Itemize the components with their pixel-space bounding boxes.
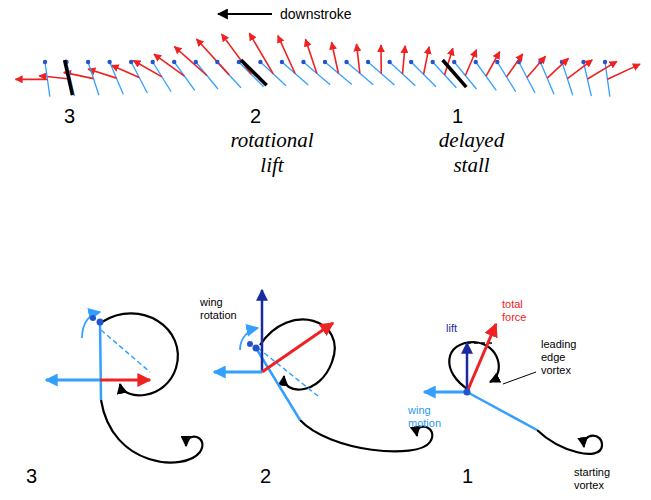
leader-line — [503, 372, 536, 384]
leading-edge — [464, 389, 471, 396]
force-arrow — [467, 324, 496, 392]
leading-edge — [280, 60, 284, 64]
annotation-label: starting vortex — [574, 466, 626, 492]
leading-edge — [452, 60, 456, 64]
highlighted-wing — [443, 60, 467, 87]
wing-section-3 — [46, 312, 202, 463]
leading-edge — [387, 60, 391, 64]
leading-edge — [344, 60, 348, 64]
leading-edge — [237, 60, 241, 64]
callout-number: 1 — [462, 464, 473, 488]
lift-arrow — [261, 290, 264, 372]
leading-edge — [603, 60, 607, 64]
force-arrow — [507, 54, 523, 77]
annotation-label: wing rotation — [200, 296, 252, 322]
annotation-label: rotational lift — [222, 128, 322, 178]
force-arrow — [154, 54, 185, 76]
direction-arrow — [218, 13, 272, 15]
force-arrow — [587, 61, 616, 79]
force-arrow — [262, 323, 333, 372]
vortex-trail — [101, 400, 202, 463]
wing-chord — [196, 62, 218, 89]
motion-arrow — [424, 391, 467, 394]
vortex-trail — [537, 430, 602, 454]
leading-edge — [430, 60, 434, 64]
highlighted-wing — [65, 60, 73, 95]
wing-chord — [467, 392, 537, 430]
force-arrow — [402, 46, 405, 74]
annotation-label: wing motion — [408, 404, 452, 430]
annotation-label: leading edge vortex — [541, 338, 587, 378]
callout-number: 3 — [26, 464, 37, 488]
annotation-label: delayed stall — [424, 128, 519, 178]
leading-edge — [253, 345, 260, 352]
vortex-loop — [102, 313, 178, 395]
motion-arrow — [46, 379, 100, 382]
leading-edge — [43, 60, 47, 64]
leading-edge — [366, 60, 370, 64]
wing-chord — [100, 322, 101, 400]
lift-arrow — [466, 343, 469, 392]
force-arrow — [607, 64, 640, 79]
force-arrow — [305, 39, 316, 73]
leading-edge — [474, 60, 478, 64]
callout-number: 2 — [250, 104, 261, 128]
wing-section-2 — [214, 290, 432, 451]
callout-number: 1 — [452, 104, 463, 128]
leading-edge — [86, 60, 90, 64]
force-arrow — [332, 42, 339, 73]
annotation-label: downstroke — [280, 6, 352, 23]
force-arrow — [424, 47, 430, 74]
highlighted-wing — [241, 60, 267, 85]
wing-section-1 — [424, 324, 602, 454]
force-arrow — [278, 36, 295, 74]
leading-edge — [97, 319, 104, 326]
leading-edge — [215, 60, 219, 64]
force-arrow — [380, 45, 382, 73]
leading-edge — [495, 60, 499, 64]
leading-edge — [258, 60, 262, 64]
callout-number: 2 — [260, 464, 271, 488]
leading-edge — [301, 60, 305, 64]
annotation-label: lift — [446, 322, 457, 335]
leading-edge — [194, 60, 198, 64]
force-arrow — [222, 34, 252, 74]
motion-arrow — [214, 371, 262, 374]
force-arrow — [100, 379, 150, 382]
wing-stroke-strip — [15, 33, 640, 96]
force-arrow — [486, 52, 500, 76]
leading-edge — [172, 60, 176, 64]
force-arrow — [547, 58, 568, 78]
wing-chord — [433, 62, 457, 88]
leading-edge — [581, 60, 585, 64]
force-arrow — [567, 60, 592, 79]
wing-previous — [101, 330, 150, 372]
force-arrow — [527, 56, 546, 77]
force-arrow — [249, 33, 273, 74]
leading-edge — [323, 60, 327, 64]
vortex-loop — [449, 342, 499, 390]
force-arrow — [357, 44, 360, 73]
rotation-arrow — [82, 312, 100, 338]
force-arrow — [465, 50, 476, 76]
leading-edge — [129, 60, 133, 64]
leading-edge — [409, 60, 413, 64]
leading-edge — [107, 60, 111, 64]
force-arrow — [174, 47, 206, 76]
leading-edge — [150, 60, 154, 64]
force-arrow — [15, 79, 47, 81]
leading-edge — [90, 315, 96, 321]
leading-edge — [247, 341, 253, 347]
callout-number: 3 — [64, 104, 75, 128]
annotation-label: total force — [502, 298, 536, 324]
wing-chord — [110, 62, 124, 94]
